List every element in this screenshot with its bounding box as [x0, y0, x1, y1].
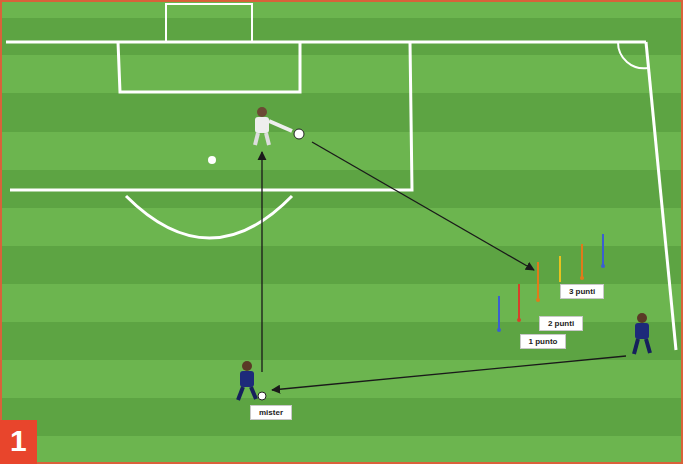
pole-base: [536, 298, 540, 302]
pole: [498, 296, 500, 330]
pole: [602, 234, 604, 266]
goal: [166, 4, 252, 42]
pole: [518, 284, 520, 320]
leg: [266, 133, 269, 145]
score-label: 3 punti: [560, 284, 604, 299]
pole: [581, 244, 583, 278]
throw-arrow: [312, 142, 534, 270]
player: [634, 313, 650, 354]
leg: [238, 387, 243, 400]
body: [255, 117, 269, 133]
score-label: 1 punto: [520, 334, 567, 349]
grass-stripe: [0, 360, 683, 398]
pole-base: [517, 318, 521, 322]
body: [635, 323, 649, 339]
leg: [251, 387, 256, 399]
pole: [537, 262, 539, 300]
goal-line: [6, 41, 646, 44]
pass-arrow: [261, 152, 262, 372]
label-text: 1 punto: [529, 337, 558, 346]
grass-stripe: [0, 132, 683, 170]
label-text: 2 punti: [548, 319, 574, 328]
grass-stripe: [0, 436, 683, 464]
head: [637, 313, 647, 323]
ball: [294, 129, 304, 139]
grass-stripe: [0, 0, 683, 18]
head: [257, 107, 267, 117]
pole-base: [601, 264, 605, 268]
leg: [255, 133, 258, 145]
label-text: 3 punti: [569, 287, 595, 296]
pole-base: [580, 276, 584, 280]
body: [240, 371, 254, 387]
corner-arc: [618, 42, 648, 68]
grass-stripe: [0, 55, 683, 93]
label-text: mister: [259, 408, 283, 417]
head: [242, 361, 252, 371]
score-label: 2 punti: [539, 316, 583, 331]
leg: [634, 339, 638, 354]
figure-number: 1: [0, 420, 37, 464]
role-label: mister: [250, 405, 292, 420]
arm: [269, 121, 292, 131]
pole: [559, 256, 561, 282]
touch-line: [646, 42, 676, 350]
penalty-arc: [126, 196, 292, 238]
pole-base: [497, 328, 501, 332]
penalty-spot: [208, 156, 216, 164]
penalty-area: [10, 42, 412, 190]
goalkeeper: [255, 107, 292, 145]
leg: [646, 339, 650, 353]
grass-stripe: [0, 208, 683, 246]
pass-arrow: [272, 356, 626, 390]
label-text: 1: [10, 424, 27, 458]
goal-area: [118, 42, 300, 92]
coach-player: [238, 361, 256, 400]
ball: [258, 392, 266, 400]
